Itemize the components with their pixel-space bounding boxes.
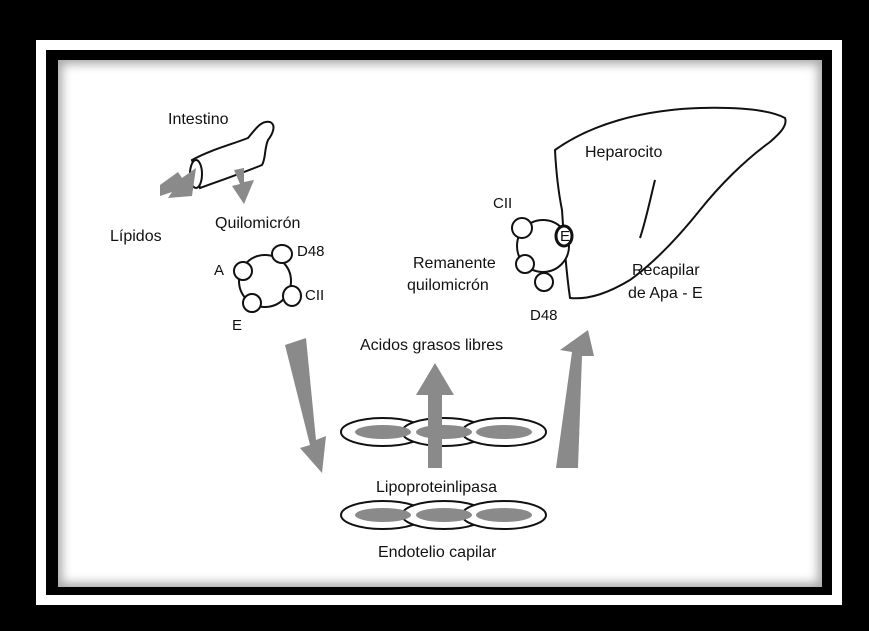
label-chylomicron: Quilomicrón: [215, 215, 300, 232]
label-apo-e-left: E: [232, 317, 242, 334]
label-lipids: Lípidos: [110, 228, 162, 245]
label-apo-cii-right: CII: [493, 195, 512, 212]
lipid-absorption-arrows: [160, 168, 254, 204]
label-apo-d48-right: D48: [530, 307, 558, 324]
label-apo-e-right: E: [560, 228, 570, 245]
label-remnant-line2: quilomicrón: [407, 277, 489, 294]
label-hepatocyte: Heparocito: [585, 144, 662, 161]
label-uptake-line2: de Apa - E: [628, 285, 703, 302]
capillary-endothelium-lower: [340, 500, 547, 530]
label-capillary-endothelium: Endotelio capilar: [378, 544, 497, 561]
liver-illustration: [553, 106, 787, 300]
label-apo-cii-left: CII: [305, 287, 324, 304]
intestine-illustration: [189, 120, 275, 190]
label-remnant-line1: Remanente: [413, 255, 496, 272]
label-apo-a: A: [214, 262, 224, 279]
chylomicron-particle: [233, 244, 302, 313]
label-free-fatty-acids: Acidos grasos libres: [360, 337, 503, 354]
label-intestine: Intestino: [168, 111, 229, 128]
capillary-endothelium-upper: [340, 417, 547, 447]
label-lipoprotein-lipase: Lipoproteinlipasa: [376, 479, 497, 496]
fatty-acid-arrow-stem: [428, 395, 442, 468]
label-apo-d48-left: D48: [297, 243, 325, 260]
label-uptake-line1: Recapilar: [632, 262, 700, 279]
remnant-chylomicron-particle: [511, 217, 574, 292]
